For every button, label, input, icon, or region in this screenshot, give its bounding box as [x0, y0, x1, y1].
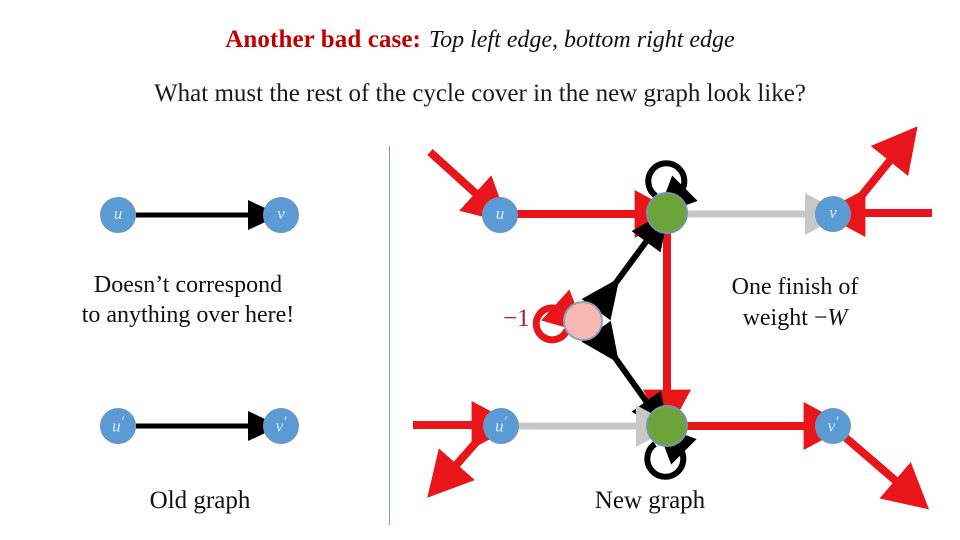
node-base-letter: v — [827, 416, 836, 436]
new-graph-node-green-top[interactable] — [646, 192, 688, 234]
old-graph-node-u-label: u — [113, 204, 123, 223]
new-graph-edge-pink-g1 — [581, 209, 670, 321]
new-graph-node-uprime-label: u′ — [495, 413, 507, 437]
new-graph-selfloop-g2 — [644, 423, 697, 480]
note-right-weight-variable: W — [827, 305, 848, 331]
caption-old-graph: Old graph — [149, 487, 251, 514]
new-graph-dangling-in-u — [427, 149, 509, 224]
new-graph-node-pink[interactable] — [563, 301, 603, 341]
prime-mark: ′ — [283, 414, 287, 431]
new-graph-dangling-out-vprime — [843, 434, 930, 510]
old-graph-node-vprime[interactable]: v′ — [263, 408, 299, 444]
prime-mark: ′ — [120, 414, 124, 431]
old-graph-node-vprime-label: v′ — [276, 413, 287, 437]
note-left-line-1: Doesn’t correspond — [93, 272, 283, 298]
old-graph-node-uprime-label: u′ — [112, 413, 124, 437]
panel-divider — [389, 146, 390, 525]
new-graph-dangling-out-v — [846, 126, 918, 213]
title-emphasis-part: Top left edge, bottom right edge — [428, 27, 735, 53]
note-right-weight-prefix: weight − — [742, 305, 828, 331]
new-graph-selfloop-pink-label: −1 — [503, 305, 530, 332]
note-left: Doesn’t correspond to anything over here… — [18, 270, 358, 330]
note-right: One finish of weight −W — [680, 272, 910, 334]
prime-mark: ′ — [503, 414, 507, 431]
new-graph-edge-pink-g2 — [581, 320, 670, 434]
old-graph-node-v-label: v — [277, 204, 285, 223]
node-base-letter: v — [275, 416, 284, 436]
new-graph-node-vprime[interactable]: v′ — [815, 408, 851, 444]
new-graph-dangling-out-uprime — [427, 427, 491, 498]
prime-mark: ′ — [835, 414, 839, 431]
question-line: What must the rest of the cycle cover in… — [154, 80, 806, 107]
title-strong-part: Another bad case: — [225, 26, 421, 53]
old-graph-node-uprime[interactable]: u′ — [100, 408, 136, 444]
caption-new-graph: New graph — [594, 487, 706, 514]
new-graph-node-v[interactable]: v — [815, 196, 851, 232]
new-graph-node-u-label: u — [495, 204, 505, 223]
new-graph-node-v-label: v — [829, 203, 837, 222]
new-graph-node-u[interactable]: u — [482, 197, 518, 233]
old-graph-node-u[interactable]: u — [100, 197, 136, 233]
slide-title: Another bad case: Top left edge, bottom r… — [0, 26, 960, 54]
note-right-line-1: One finish of — [731, 274, 859, 300]
new-graph-node-uprime[interactable]: u′ — [483, 408, 519, 444]
node-base-letter: u — [112, 416, 121, 436]
new-graph-node-green-bottom[interactable] — [646, 405, 688, 447]
new-graph-node-vprime-label: v′ — [828, 413, 839, 437]
note-right-line-2: weight −W — [680, 303, 910, 334]
note-left-line-2: to anything over here! — [81, 302, 295, 328]
node-base-letter: u — [495, 416, 504, 436]
old-graph-node-v[interactable]: v — [263, 197, 299, 233]
